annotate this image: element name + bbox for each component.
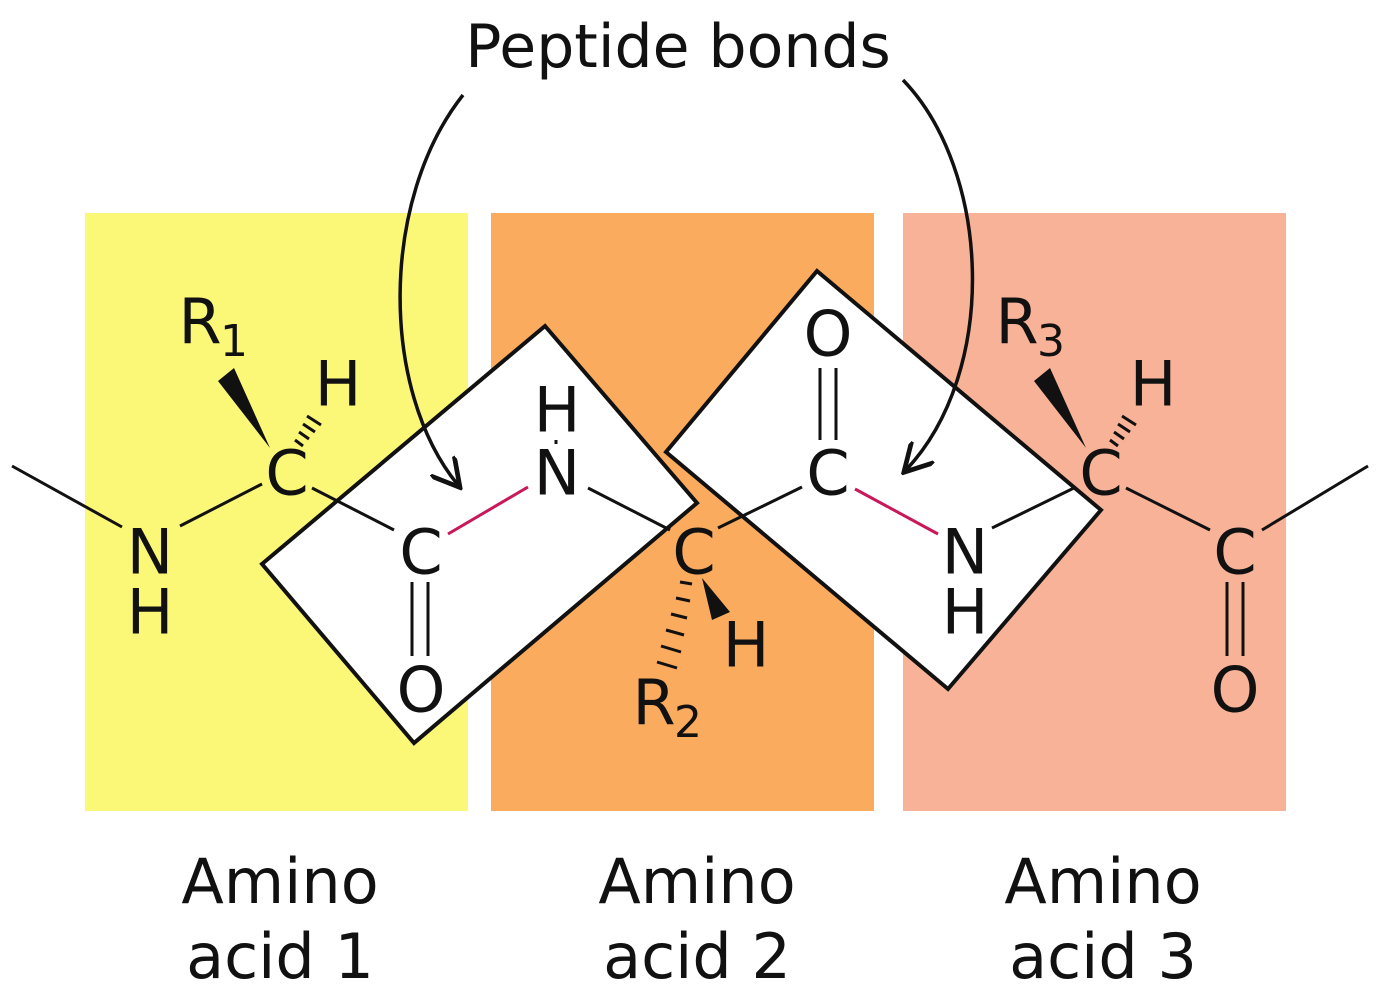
- bond-ca1-c1: [311, 486, 395, 532]
- residue-3-label-line2: acid 3: [1009, 920, 1197, 993]
- peptide-plane-2: [663, 268, 1104, 692]
- atom-o3: O: [1211, 654, 1260, 727]
- diagram-title: Peptide bonds: [465, 12, 890, 82]
- residue-3-label-line1: Amino: [1004, 845, 1201, 918]
- atom-n1-h: H: [127, 576, 174, 649]
- atom-ca1-h: H: [315, 348, 362, 421]
- atom-n1: N: [127, 516, 173, 589]
- peptide-bond-1: [447, 485, 529, 536]
- atom-ca3-h: H: [1130, 348, 1177, 421]
- hash-ca3-h: [1109, 414, 1137, 448]
- atom-ca1: C: [265, 437, 308, 510]
- atom-ca2: C: [672, 516, 715, 589]
- wedge-ca3-r3: [1034, 368, 1086, 448]
- side-chain-r2-subscript: 2: [674, 697, 702, 748]
- arrow-peptide-bond-2: [903, 78, 975, 470]
- bond-n1-ca1: [179, 482, 263, 528]
- peptide-bond-2: [854, 487, 939, 536]
- atom-n2-h: H: [534, 374, 581, 447]
- bond-ca3-c3: [1125, 486, 1211, 532]
- bond-n2-ca2: [587, 486, 671, 532]
- arrow-peptide-bond-1: [398, 93, 465, 485]
- chain-end-bond: [1261, 464, 1369, 532]
- wedge-ca2-h: [702, 578, 730, 620]
- wedge-ca1-r1: [218, 368, 270, 448]
- atom-c3: C: [1213, 516, 1256, 589]
- side-chain-r3-subscript: 3: [1037, 316, 1065, 367]
- atom-o2: O: [804, 298, 853, 371]
- atom-c1: C: [399, 516, 442, 589]
- bond-ca2-c2: [717, 485, 803, 530]
- side-chain-r2: R: [632, 667, 675, 740]
- atom-c2: C: [806, 437, 849, 510]
- residue-1-label-line1: Amino: [181, 845, 378, 918]
- residue-2-label-line2: acid 2: [603, 920, 791, 993]
- residue-1-label-line2: acid 1: [186, 920, 374, 993]
- atom-o1: O: [397, 654, 446, 727]
- residue-2-label-line1: Amino: [598, 845, 795, 918]
- atom-n2: N: [534, 437, 580, 510]
- bond-n3-ca3: [991, 485, 1077, 530]
- side-chain-r1-subscript: 1: [220, 316, 248, 367]
- hash-ca1-h: [294, 414, 322, 448]
- side-chain-r1: R: [178, 286, 221, 359]
- side-chain-r3: R: [995, 286, 1038, 359]
- peptide-plane-1: [259, 323, 700, 746]
- chain-start-bond: [11, 464, 123, 529]
- atom-ca3: C: [1079, 437, 1122, 510]
- hash-ca2-r2: [656, 580, 693, 670]
- atom-n3-h: H: [942, 576, 989, 649]
- atom-ca2-h: H: [723, 609, 770, 682]
- atom-n3: N: [942, 516, 988, 589]
